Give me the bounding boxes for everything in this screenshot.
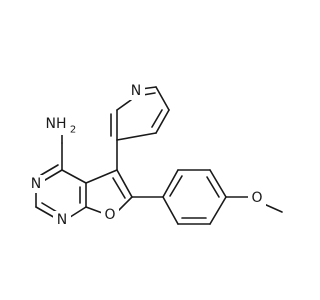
bond-ph6-ph1 — [162, 196, 179, 225]
bond-py2-n — [116, 99, 132, 111]
pyrimidine-n3-label: N — [31, 176, 41, 192]
amine-label-mask — [45, 115, 79, 135]
furan-o-label: O — [104, 207, 115, 223]
amine-label: NH — [46, 116, 67, 132]
bond-o-me — [263, 203, 283, 213]
amine-group: NH 2 — [45, 115, 79, 136]
chemical-structure-diagram: NH 2 N N N O O — [27, 82, 283, 229]
bond-c5-c6-double — [112, 177, 126, 199]
bond-c4-n3-double — [40, 164, 59, 176]
bond-c5-c6 — [116, 169, 133, 198]
bond-py6-py5 — [155, 86, 170, 111]
bond-py5-py4 — [155, 109, 170, 134]
bond-py4-py3 — [116, 132, 157, 141]
phenyl-ring-bonds — [131, 169, 283, 225]
atom-labels: NH 2 N N N O O — [27, 82, 266, 229]
pyridine-n-label: N — [131, 83, 141, 99]
pyrimidine-n3-mask — [27, 175, 45, 193]
bond-ph3-ph4-double — [206, 176, 220, 198]
bond-c4a-c4 — [61, 169, 87, 184]
methoxy-o-mask — [248, 189, 266, 207]
pyridine-n-mask — [127, 82, 145, 100]
bond-c2-n1-double — [41, 202, 58, 213]
bond-ph1-ph2 — [162, 169, 179, 198]
bond-ph1-ph2-double — [169, 175, 183, 197]
bond-ph4-ph5 — [209, 196, 227, 225]
bond-ph3-ph4 — [209, 169, 227, 198]
methoxy-o-label: O — [251, 190, 262, 206]
bond-py5-py4-double — [151, 109, 163, 128]
pyrimidine-n1-mask — [53, 211, 71, 229]
furan-o-mask — [101, 206, 119, 224]
pyrimidine-n1-label: N — [57, 212, 67, 228]
bond-c4a-c5 — [85, 169, 118, 184]
amine-h-subscript: 2 — [70, 125, 76, 136]
